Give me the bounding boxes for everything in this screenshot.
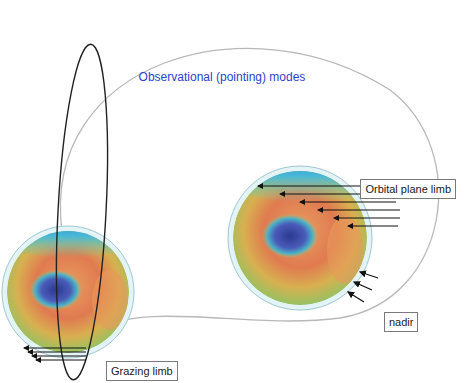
nadir-rays — [348, 272, 378, 302]
mode-label-box: Grazing limb — [106, 361, 178, 381]
mode-label-box: nadir — [384, 312, 418, 332]
mode-label: Orbital plane limb — [365, 182, 451, 196]
grazing-rays — [24, 348, 86, 360]
mode-label: nadir — [389, 315, 413, 329]
mode-label-box: Orbital plane limb — [360, 179, 456, 199]
mode-label: Grazing limb — [111, 364, 173, 378]
diagram-title: Observational (pointing) modes — [139, 70, 306, 84]
